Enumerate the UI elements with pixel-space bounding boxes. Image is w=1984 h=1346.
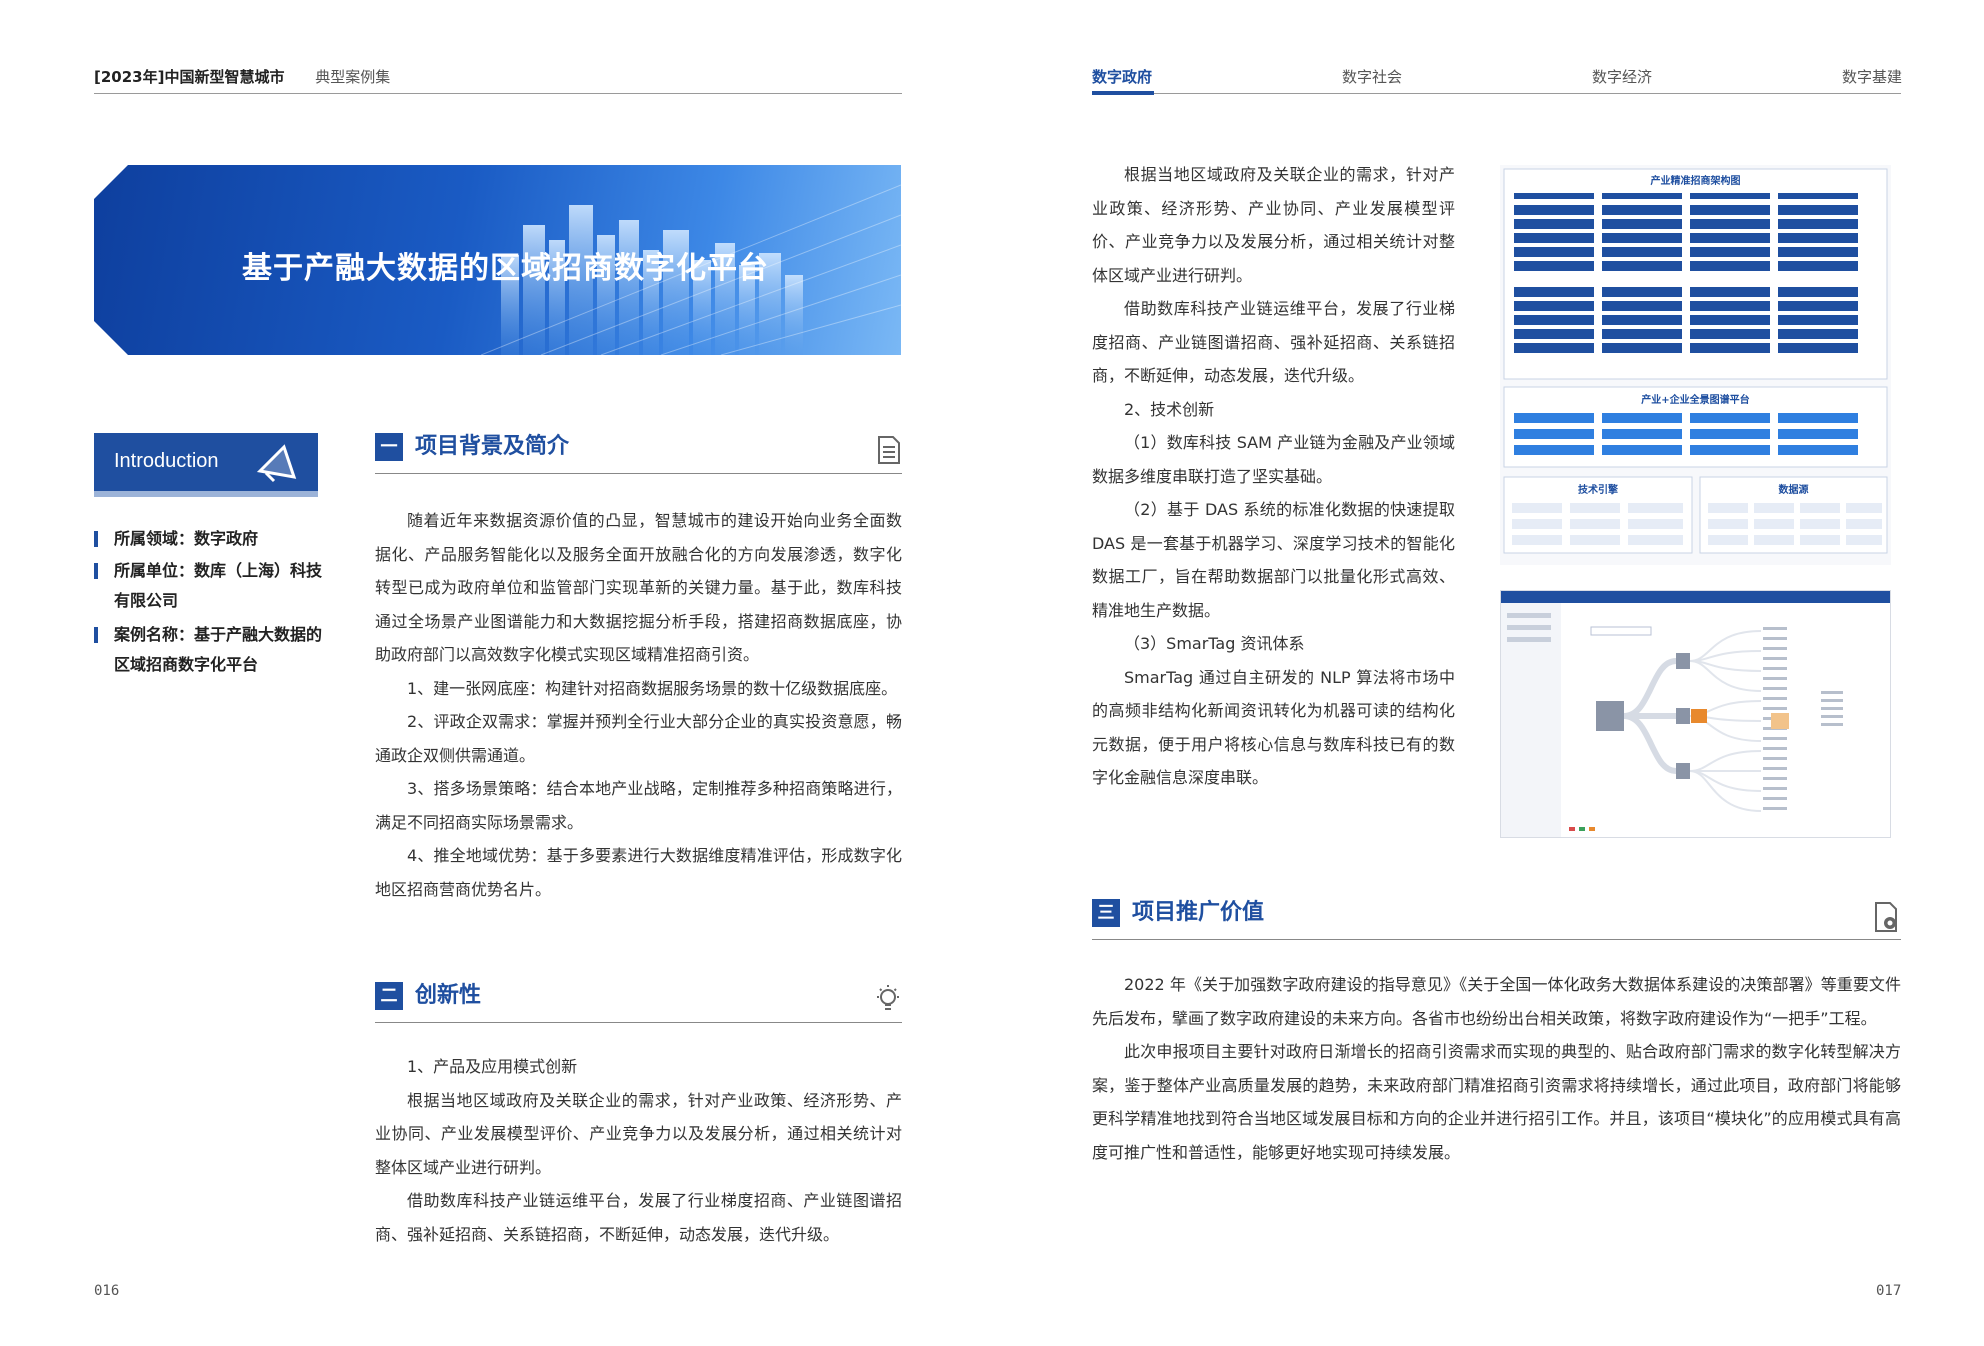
tab-digital-infrastructure[interactable]: 数字基建 [1842,68,1903,86]
section-promotion-body: 2022 年《关于加强数字政府建设的指导意见》《关于全国一体化政务大数据体系建设… [1092,968,1901,1169]
info-field-text: 所属领域：数字政府 [114,529,259,548]
paragraph: SmarTag 通过自主研发的 NLP 算法将市场中的高频非结构化新闻资讯转化为… [1092,667,1455,788]
paragraph: 2、评政企双需求：掌握并预判全行业大部分企业的真实投资意愿，畅通政企双侧供需通道… [375,712,902,765]
section-promotion-header: 三 项目推广价值 [1092,897,1901,941]
section-background-body: 随着近年来数据资源价值的凸显，智慧城市的建设开始向业务全面数据化、产品服务智能化… [375,504,902,906]
section-header-background: 一 项目背景及简介 [375,431,902,475]
info-unit: 所属单位：数库（上海）科技有限公司 [94,556,324,616]
section-number: 三 [1092,899,1120,927]
active-tab-indicator [1092,91,1154,95]
section-title: 创新性 [415,983,482,1008]
info-bullet [94,531,98,547]
section-number: 一 [375,433,403,461]
title-banner: 基于产融大数据的区域招商数字化平台 [94,165,901,355]
book-title: [2023年]中国新型智慧城市 [94,68,285,86]
right-column-body: 根据当地区域政府及关联企业的需求，针对产业政策、经济形势、产业协同、产业发展模型… [1092,158,1455,795]
tab-digital-economy[interactable]: 数字经济 [1592,68,1653,86]
section-rule [375,1022,902,1023]
data-source-title: 数据源 [1778,485,1809,496]
banner-corner-cut-bottom [94,321,128,355]
info-bullet [94,627,98,643]
section-title: 项目推广价值 [1132,900,1265,925]
tech-engine-title: 技术引擎 [1578,485,1618,496]
paragraph: 2022 年《关于加强数字政府建设的指导意见》《关于全国一体化政务大数据体系建设… [1092,975,1901,1028]
info-bullet [94,563,98,579]
platform-title: 产业+企业全景图谱平台 [1641,395,1750,406]
info-field: 所属领域：数字政府 [94,524,324,554]
section-rule [375,473,902,474]
tab-digital-government[interactable]: 数字政府 [1092,68,1153,86]
paragraph: （3）SmarTag 资讯体系 [1124,634,1305,653]
section-innovation-header: 二 创新性 [375,980,902,1024]
header-rule-right [1092,93,1901,94]
paragraph: 1、建一张网底座：构建针对招商数据服务场景的数十亿级数据底座。 [407,678,898,698]
page-number-left: 016 [94,1283,120,1299]
section-rule [1092,939,1901,940]
architecture-diagram-graphic [1503,168,1888,554]
info-unit-text: 所属单位：数库（上海）科技有限公司 [114,561,323,610]
book-header: [2023年]中国新型智慧城市 典型案例集 [94,66,390,87]
paragraph: 借助数库科技产业链运维平台，发展了行业梯度招商、产业链图谱招商、强补延招商、关系… [1092,299,1455,385]
paragraph: 根据当地区域政府及关联企业的需求，针对产业政策、经济形势、产业协同、产业发展模型… [375,1090,902,1177]
paragraph: 2、技术创新 [1124,399,1215,419]
paragraph: 此次申报项目主要针对政府日渐增长的招商引资需求而实现的典型的、贴合政府部门需求的… [1092,1042,1901,1162]
paragraph: （1）数库科技 SAM 产业链为金融及产业领域数据多维度串联打造了坚实基础。 [1092,433,1455,486]
industry-chain-screenshot [1500,590,1891,838]
banner-corner-cut [94,165,128,199]
lightbulb-icon [877,985,899,1010]
section-title: 项目背景及简介 [415,434,570,459]
paragraph: 4、推全地域优势：基于多要素进行大数据维度精准评估，形成数字化地区招商营商优势名… [375,846,902,899]
megaphone-icon [256,444,297,483]
tab-digital-society[interactable]: 数字社会 [1342,68,1403,86]
introduction-box: Introduction [94,433,318,491]
page-number-right: 017 [1876,1283,1902,1299]
banner-title: 基于产融大数据的区域招商数字化平台 [242,251,769,286]
paragraph: 3、搭多场景策略：结合本地产业战略，定制推荐多种招商策略进行，满足不同招商实际场… [375,779,902,832]
info-case-name: 案例名称：基于产融大数据的区域招商数字化平台 [94,620,324,680]
paragraph: 1、产品及应用模式创新 [407,1057,578,1076]
paragraph: 借助数库科技产业链运维平台，发展了行业梯度招商、产业链图谱招商、强补延招商、关系… [375,1191,902,1244]
architecture-title: 产业精准招商架构图 [1650,176,1741,187]
document-gear-icon [1875,902,1897,932]
paragraph: （2）基于 DAS 系统的标准化数据的快速提取 DAS 是一套基于机器学习、深度… [1092,500,1455,620]
paragraph: 随着近年来数据资源价值的凸显，智慧城市的建设开始向业务全面数据化、产品服务智能化… [375,511,902,664]
info-case-name-text: 案例名称：基于产融大数据的区域招商数字化平台 [114,625,323,674]
section-number: 二 [375,982,403,1010]
architecture-diagram: 产业精准招商架构图 产业+企业全景图谱平台 技术引擎 数据源 [1500,165,1891,565]
introduction-box-shadow [94,491,318,497]
book-subtitle: 典型案例集 [315,68,391,86]
document-icon [878,436,900,464]
industry-chain-tree-graphic [1501,591,1890,837]
paragraph: 根据当地区域政府及关联企业的需求，针对产业政策、经济形势、产业协同、产业发展模型… [1092,165,1455,285]
header-rule-left [94,93,902,94]
city-skyline-graphic [481,184,901,355]
section-innovation-body: 1、产品及应用模式创新 根据当地区域政府及关联企业的需求，针对产业政策、经济形势… [375,1050,902,1251]
introduction-label: Introduction [114,450,219,472]
